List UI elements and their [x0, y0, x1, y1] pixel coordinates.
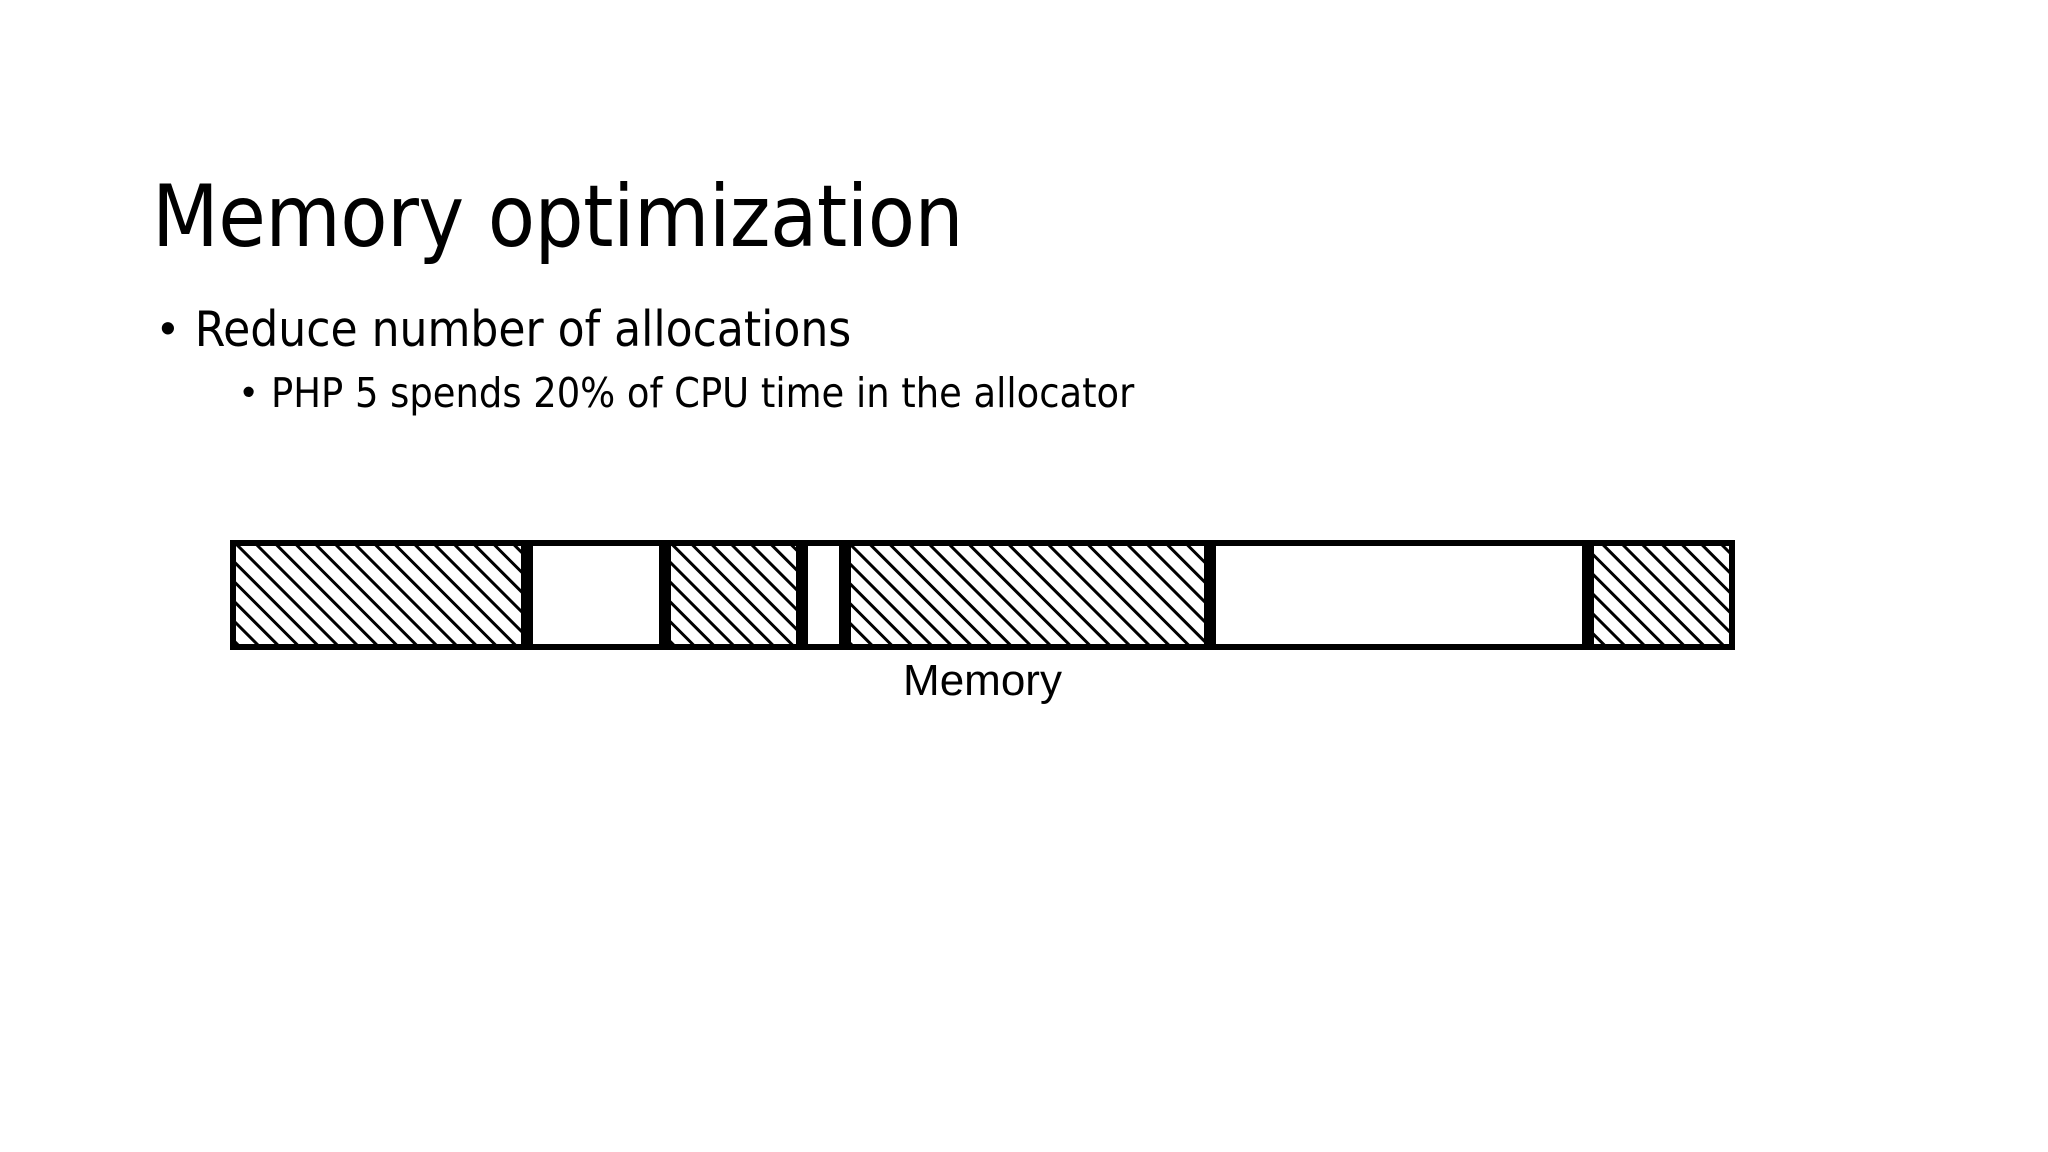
- bullet-item-level2: • PHP 5 spends 20% of CPU time in the al…: [152, 368, 1872, 418]
- memory-bar: [230, 540, 1735, 650]
- memory-segment-free-block-3: [1210, 540, 1588, 650]
- memory-bar-svg: [230, 540, 1735, 650]
- memory-segment-free-block-1: [527, 540, 665, 650]
- bullet-item-level1: • Reduce number of allocations: [152, 300, 1872, 360]
- page-title: Memory optimization: [152, 166, 964, 267]
- memory-bar-outline: [230, 540, 1735, 650]
- memory-segment-allocated-block-2: [665, 540, 802, 650]
- memory-segment-group: [230, 540, 1735, 650]
- memory-segment-allocated-block-1: [230, 540, 527, 650]
- bullet-text: PHP 5 spends 20% of CPU time in the allo…: [271, 368, 1135, 417]
- bullet-list: • Reduce number of allocations • PHP 5 s…: [152, 300, 1872, 418]
- memory-caption-label: Memory: [903, 656, 1062, 705]
- memory-segment-free-block-2: [802, 540, 845, 650]
- bullet-marker-icon: •: [242, 370, 256, 413]
- memory-segment-allocated-block-3: [845, 540, 1210, 650]
- bullet-marker-icon: •: [160, 302, 176, 354]
- bullet-text: Reduce number of allocations: [194, 301, 852, 358]
- memory-layout-diagram: [230, 540, 1735, 650]
- memory-segment-allocated-block-4: [1588, 540, 1735, 650]
